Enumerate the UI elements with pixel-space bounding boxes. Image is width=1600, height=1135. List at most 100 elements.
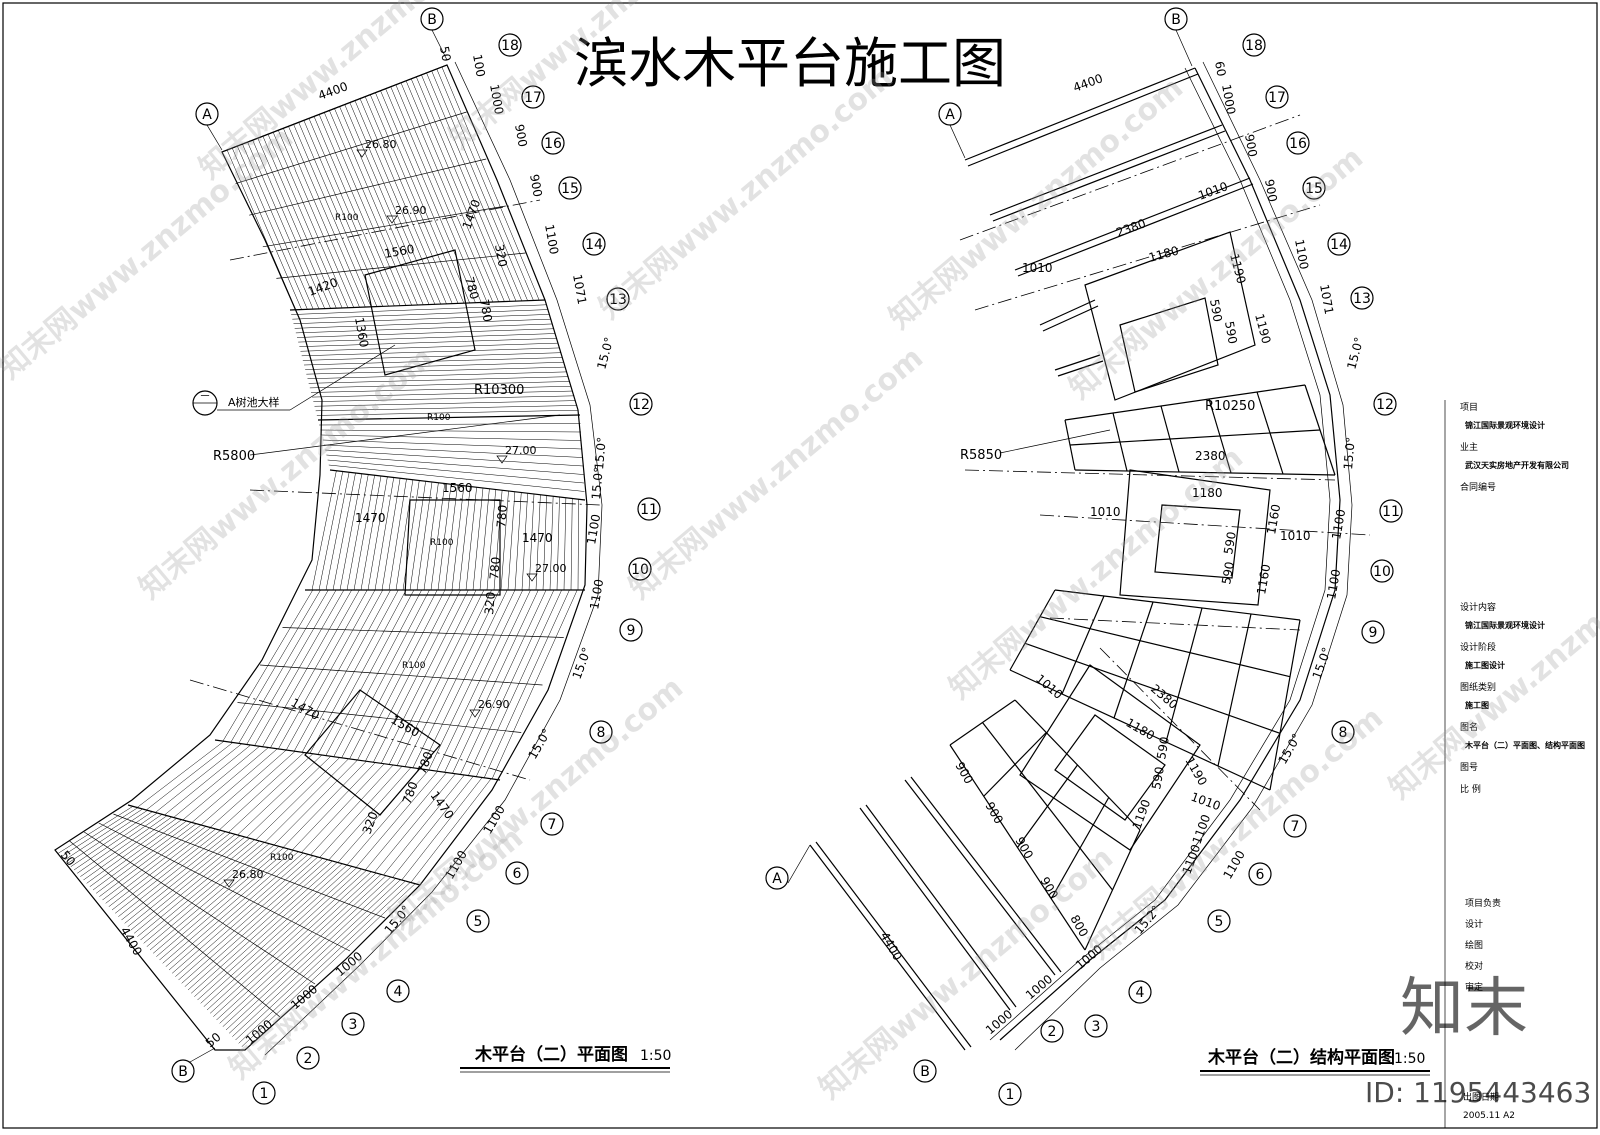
left-deck-outline (54, 64, 588, 1051)
axis-letter-bubble-circle (913, 1059, 937, 1083)
axis-number-bubble: 5 (474, 914, 483, 930)
deck-board (563, 497, 567, 591)
deck-board (421, 74, 517, 302)
axis-number-bubble-circle (540, 812, 564, 836)
dimension-text: 2380 (1114, 216, 1147, 240)
right-radius-outer: R10250 (1205, 399, 1255, 414)
dimension-text: 590 (1154, 736, 1172, 761)
dimension-text: 1000 (1219, 83, 1238, 116)
axis-leader (189, 1047, 216, 1063)
deck-board (300, 342, 559, 352)
axis-leader (787, 844, 811, 884)
structural-frame (1054, 714, 1166, 821)
elevation-label: 26.80 (232, 868, 264, 881)
dimension-text: 1100 (1329, 508, 1348, 541)
deck-board (321, 434, 582, 441)
axis-number-bubble: 4 (1136, 985, 1145, 1001)
deck-board (309, 381, 570, 389)
site-watermark: 知末网www.znzmo.com (133, 340, 440, 606)
joist-line (98, 822, 351, 952)
deck-board (431, 70, 528, 301)
deck-board (507, 491, 516, 591)
axis-number-bubble-circle (582, 232, 606, 256)
detail-callout: A树池大样 (228, 395, 280, 409)
deck-board (184, 859, 328, 987)
axis-letter-bubble: B (427, 12, 437, 28)
deck-board (315, 405, 578, 412)
deck-board (155, 743, 242, 813)
outer-edge-inner (989, 67, 1331, 1041)
dimension-text: 1180 (1192, 486, 1223, 500)
deck-board (216, 872, 377, 1021)
title-block-date: 2005.11 A2 (1463, 1111, 1515, 1121)
axis-number-bubble: 16 (544, 136, 562, 152)
deck-board (364, 96, 453, 304)
title-block-value: 锦江国际景观环境设计 (1465, 620, 1545, 630)
deck-board (232, 879, 401, 1037)
deck-board (313, 116, 395, 307)
axis-number-bubble: 14 (1330, 237, 1348, 253)
deck-board (235, 880, 406, 1041)
joist-grid (1113, 601, 1154, 719)
deck-board (222, 875, 387, 1027)
joist-grid (1217, 613, 1252, 767)
deck-board (339, 106, 424, 305)
deck-board (293, 314, 550, 324)
axis-leader (431, 29, 448, 61)
deck-board (344, 104, 430, 305)
deck-board (312, 390, 573, 398)
deck-board (367, 476, 388, 591)
deck-board (320, 429, 582, 433)
deck-board (360, 475, 382, 591)
title-block-label: 设计阶段 (1460, 641, 1496, 653)
deck-board (401, 777, 483, 881)
axis-number-bubble-circle (466, 909, 490, 933)
joist-line (69, 840, 281, 1018)
deck-board (370, 94, 459, 304)
deck-board (430, 483, 445, 591)
centerline (229, 199, 541, 261)
deck-board (165, 851, 299, 967)
site-watermark: 知末网www.znzmo.com (1383, 540, 1600, 806)
dimension-text: 900 (982, 800, 1006, 827)
site-watermark: 知末网www.znzmo.com (943, 440, 1250, 706)
beam (1057, 360, 1104, 377)
dimension-text: 1160 (1254, 563, 1273, 596)
axis-number-bubble-circle (1286, 131, 1310, 155)
axis-number-bubble-circle (1040, 1019, 1064, 1043)
title-block-value: 施工图 (1465, 700, 1489, 710)
dimension-text: 780 (415, 750, 436, 776)
deck-board (219, 874, 382, 1024)
title-block-role: 项目负责 (1465, 897, 1501, 909)
axis-number-bubble-circle (1265, 85, 1289, 109)
joist-line (249, 158, 487, 216)
deck-board (209, 870, 367, 1014)
dimension-text: 780 (494, 504, 510, 528)
axis-number-bubble: 6 (513, 866, 522, 882)
deck-board (570, 498, 573, 591)
deck-board (319, 423, 581, 426)
title-block-value: 锦江国际景观环境设计 (1465, 420, 1545, 430)
deck-board (353, 475, 375, 591)
site-watermark: 知末网www.znzmo.com (883, 70, 1190, 336)
deck-board (294, 318, 551, 329)
deck-board (278, 130, 354, 308)
joist-line (276, 252, 526, 279)
deck-board (388, 478, 407, 591)
elevation-label: 26.80 (365, 138, 397, 151)
elevation-label: 26.90 (395, 204, 427, 217)
dimension-text: 320 (492, 243, 510, 268)
joist-grid (1269, 619, 1301, 791)
deck-board (392, 776, 474, 878)
beam (1014, 177, 1251, 271)
deck-board (577, 499, 579, 591)
axis-number-bubble-circle (1327, 232, 1351, 256)
axis-letter-bubble-circle (171, 1059, 195, 1083)
pitch-label: R100 (402, 661, 426, 671)
dimension-text: 1010 (1280, 529, 1311, 543)
deck-board (191, 748, 278, 823)
deck-board (305, 362, 564, 370)
title-block-label: 比 例 (1460, 783, 1481, 795)
structural-frame (1084, 231, 1256, 401)
deck-board (310, 386, 572, 393)
